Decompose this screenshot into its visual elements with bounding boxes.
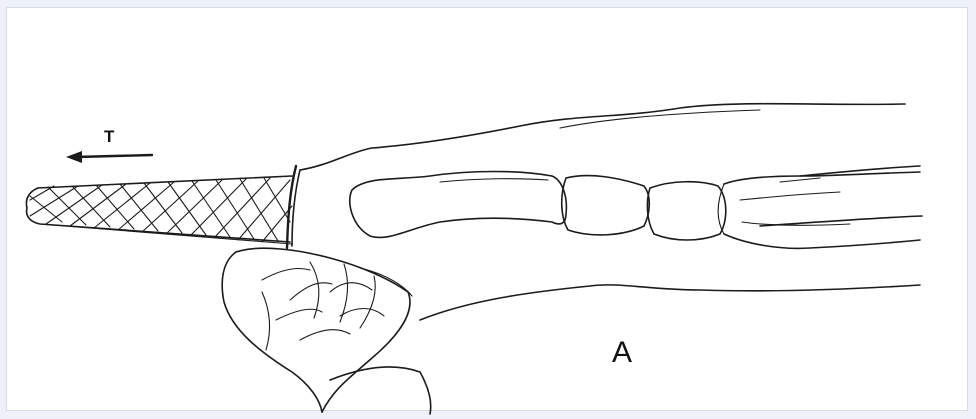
finger-trap-mesh [26, 166, 300, 248]
hand-outline [222, 104, 922, 414]
palm-creases [262, 262, 384, 350]
traction-label: T [104, 127, 115, 146]
panel-label: A [612, 336, 632, 369]
finger-bones [350, 172, 920, 249]
traction-arrow [66, 151, 152, 163]
